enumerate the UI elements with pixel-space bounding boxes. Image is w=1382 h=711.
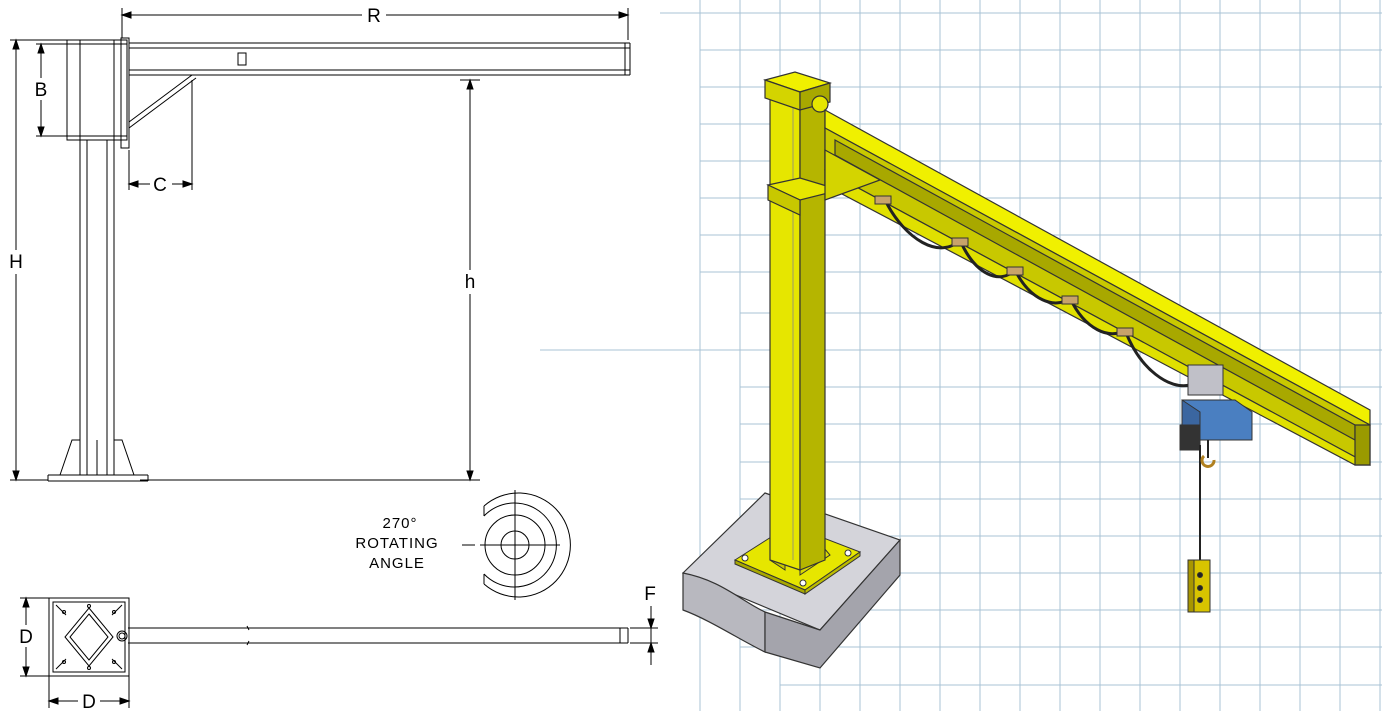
- rotating-angle-symbol: [462, 490, 571, 600]
- rotation-degrees: 270°: [382, 515, 417, 532]
- mast-top-cap: [762, 71, 843, 216]
- jib-boom: [824, 108, 1371, 467]
- plan-view: [48, 597, 629, 677]
- plan-dimension-lines: [20, 596, 658, 708]
- crane-mast: [769, 89, 826, 571]
- dimension-F: F: [644, 584, 656, 605]
- pendant-control: [1187, 559, 1211, 613]
- dimension-D-vertical: D: [19, 627, 33, 648]
- rotating-angle-note: 270° ROTATING ANGLE: [355, 515, 438, 572]
- dimension-labels: R B H C h: [4, 4, 482, 294]
- plan-dimension-labels: D D F: [16, 584, 656, 711]
- dimension-D-horizontal: D: [82, 692, 96, 711]
- dimension-lines: [10, 8, 630, 482]
- rotation-label-line2: ROTATING: [355, 535, 438, 552]
- dimension-C: C: [153, 175, 167, 196]
- elevation-view: [47, 37, 631, 482]
- rotation-label-line3: ANGLE: [369, 555, 425, 572]
- dimension-H: H: [9, 252, 23, 273]
- cable-trolleys: [874, 195, 1134, 337]
- dimension-R: R: [367, 6, 381, 27]
- electric-hoist: [1179, 364, 1253, 560]
- dimension-h: h: [465, 272, 476, 293]
- dimension-B: B: [35, 80, 48, 101]
